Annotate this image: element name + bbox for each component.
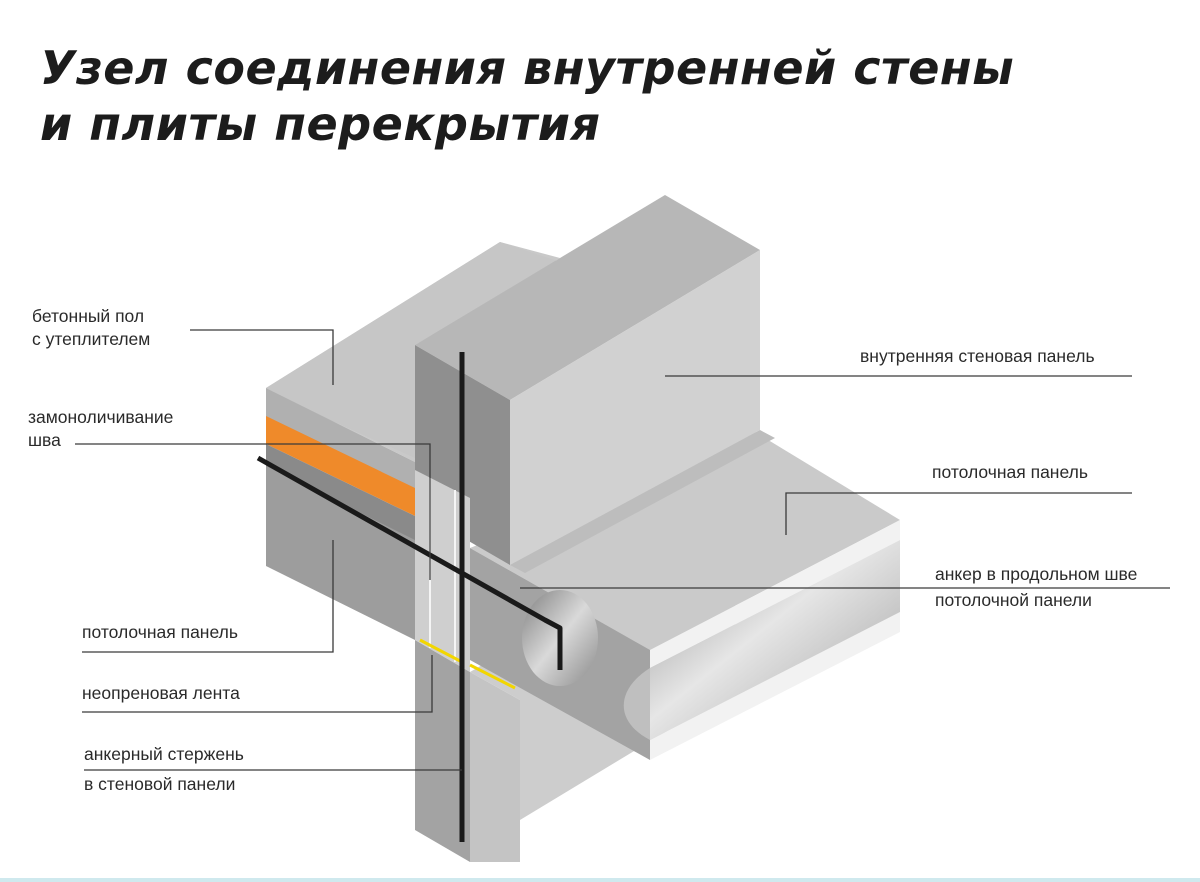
insulation-layer [266,416,415,516]
leader-tape [82,655,433,713]
neoprene-tape-left [419,638,463,664]
left-ceiling-panel-front [266,462,415,640]
label-floor-concrete-2: с утеплителем [32,329,150,349]
label-anchor-seam: анкер в продольном шве потолочной панели [935,564,1137,610]
label-joint-grouting-2: шва [28,430,61,450]
label-anchor-seam-1: анкер в продольном шве [935,564,1137,584]
upper-wall-front-face [510,250,760,565]
page-title: Узел соединения внутренней стены и плиты… [40,40,1160,152]
label-ceiling-panel-left: потолочная панель [82,622,238,642]
left-floor-top [266,242,560,458]
label-floor-concrete: бетонный пол с утеплителем [32,306,150,349]
leader-lines [75,329,1170,771]
label-ceiling-panel-right: потолочная панель [932,462,1088,482]
label-inner-wall-panel: внутренняя стеновая панель [860,346,1095,366]
left-ceiling-panel-face [266,444,415,540]
upper-wall-top [415,195,760,400]
leader-floor [190,329,334,385]
leader-grout [75,443,431,580]
title-line-2: и плиты перекрытия [40,97,601,151]
leader-ceiling-left [82,540,334,653]
label-neoprene-tape: неопреновая лента [82,683,240,703]
wall-slab-seam [510,430,775,573]
label-anchor-rod: анкерный стержень в стеновой панели [84,744,244,794]
right-slab-bottom-edge [650,612,900,760]
leader-ceiling-right [785,492,1132,535]
label-anchor-rod-2: в стеновой панели [84,774,235,794]
label-anchor-seam-2: потолочной панели [935,590,1092,610]
hollow-core-curve [623,668,650,740]
lower-wall-side [470,672,520,862]
lower-wall-front [415,640,470,862]
label-joint-grouting-1: замоноличивание [28,407,173,427]
horizontal-anchor-rod [256,455,563,670]
label-joint-grouting: замоноличивание шва [28,407,173,450]
neoprene-tape-right [469,663,516,690]
label-floor-concrete-1: бетонный пол [32,306,144,326]
bottom-accent-bar [0,878,1200,882]
title-line-1: Узел соединения внутренней стены [40,41,1015,95]
right-slab-edge [650,520,900,668]
label-anchor-rod-1: анкерный стержень [84,744,244,764]
joint-grout [415,470,470,672]
hollow-core-channel [650,540,900,740]
